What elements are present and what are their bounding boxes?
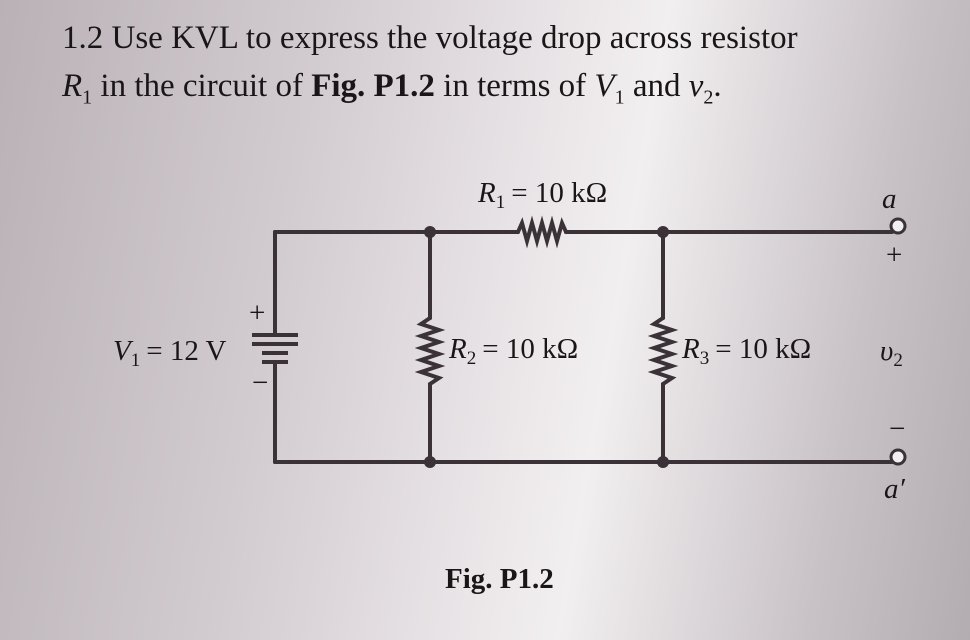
v2-subscript: 2 [703, 86, 714, 109]
terminal-a-prime-label: a′ [884, 473, 906, 505]
terminal-a-prime-icon [889, 448, 907, 466]
figure-reference: Fig. P1.2 [311, 68, 435, 104]
r1-label: R1= 10 kΩ [477, 177, 607, 213]
source-plus-sign: + [249, 297, 265, 329]
terminal-a-polarity: + [886, 239, 902, 271]
problem-text-c: in terms of [443, 68, 587, 104]
terminal-a-label: a [882, 183, 897, 215]
problem-text-e: . [713, 68, 722, 104]
source-minus-sign: − [252, 367, 268, 399]
resistor-r2-icon [414, 316, 446, 386]
r1-symbol: R [62, 68, 83, 104]
r3-label: R3= 10 kΩ [681, 333, 811, 369]
terminal-a-icon [889, 217, 907, 235]
output-voltage-label: υ2 [880, 335, 903, 371]
junction-dot [657, 226, 669, 238]
r2-label: R2= 10 kΩ [448, 333, 578, 369]
v1-subscript: 1 [614, 86, 625, 109]
terminal-a-prime-polarity: − [889, 413, 905, 445]
figure-caption: Fig. P1.2 [445, 563, 554, 595]
v1-symbol: V [594, 68, 615, 104]
battery-symbol-icon [252, 333, 298, 364]
problem-number: 1.2 [62, 20, 104, 56]
source-label: V1= 12 V [113, 335, 227, 371]
resistor-r3-icon [647, 316, 679, 386]
problem-line-1: 1.2 Use KVL to express the voltage drop … [62, 14, 962, 62]
problem-text-d: and [632, 68, 681, 104]
junction-dot [657, 456, 669, 468]
problem-text-a: Use KVL to express the voltage drop acro… [111, 20, 798, 56]
v2-symbol: v [688, 68, 704, 104]
problem-text-b: in the circuit of [100, 68, 303, 104]
resistor-r1-icon [516, 215, 568, 249]
circuit-wires [273, 230, 894, 464]
junction-dot [424, 456, 436, 468]
problem-line-2: R1 in the circuit of Fig. P1.2 in terms … [62, 62, 962, 122]
r1-subscript: 1 [82, 86, 93, 109]
junction-dot [424, 226, 436, 238]
problem-statement: 1.2 Use KVL to express the voltage drop … [62, 14, 962, 122]
